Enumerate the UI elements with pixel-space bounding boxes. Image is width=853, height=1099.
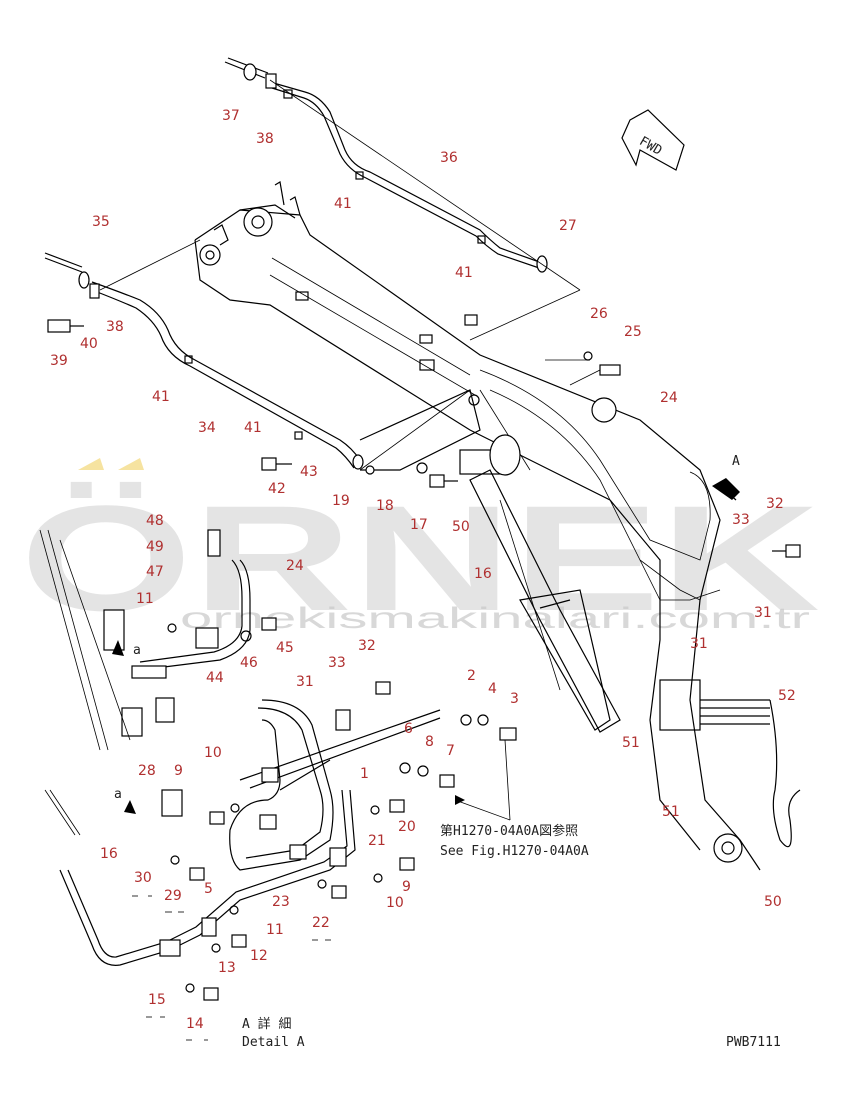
detail-title-en: Detail A	[242, 1035, 305, 1050]
callout: 36	[440, 150, 458, 166]
boom-cylinder	[469, 469, 621, 733]
bracket-assembly	[359, 389, 521, 476]
callout: 51	[622, 735, 640, 751]
callout: 10	[386, 895, 404, 911]
callout: 50	[452, 519, 470, 535]
callout: 12	[250, 948, 268, 964]
sub-marker-a-2: a	[114, 787, 122, 802]
leader-lines	[99, 79, 601, 471]
callout: 24	[286, 558, 304, 574]
detail-title-jp: A 詳 細	[242, 1016, 291, 1032]
callout: 15	[148, 992, 166, 1008]
callout: 43	[300, 464, 318, 480]
pipe-36	[224, 57, 548, 273]
callout: 22	[312, 915, 330, 931]
callout: 11	[266, 922, 284, 938]
callout: 38	[256, 131, 274, 147]
callout: 27	[559, 218, 577, 234]
watermark: ÖRNEK ornekismakinalari.com.tr	[20, 458, 820, 642]
callout: 28	[138, 763, 156, 779]
callout: 45	[276, 640, 294, 656]
callout: 44	[206, 670, 224, 686]
callout: 21	[368, 833, 386, 849]
dash-marks	[132, 895, 331, 1041]
detail-a-arrow-icon: A	[712, 454, 740, 501]
callout: 40	[80, 336, 98, 352]
callout: 41	[244, 420, 262, 436]
detail-marker: A	[732, 454, 740, 469]
callout: 23	[272, 894, 290, 910]
callout: 11	[136, 591, 154, 607]
callout: 52	[778, 688, 796, 704]
callout: 20	[398, 819, 416, 835]
callout: 9	[174, 763, 183, 779]
drawing-code: PWB7111	[726, 1035, 781, 1050]
callout: 24	[660, 390, 678, 406]
watermark-url: ornekismakinalari.com.tr	[180, 602, 810, 635]
sub-arrows	[112, 640, 465, 814]
callout: 34	[198, 420, 216, 436]
callout: 31	[296, 674, 314, 690]
callout: 25	[624, 324, 642, 340]
callout: 29	[164, 888, 182, 904]
callout: 17	[410, 517, 428, 533]
detail-a-pipes	[39, 529, 441, 966]
callout: 37	[222, 108, 240, 124]
fasteners	[47, 319, 801, 1001]
callout: 16	[474, 566, 492, 582]
callout: 26	[590, 306, 608, 322]
pipe-34	[44, 252, 364, 470]
callout: 41	[152, 389, 170, 405]
callouts: 37 38 36 41 41 27 35 38 39 40 41 34 26 2…	[50, 108, 796, 1032]
callout: 30	[134, 870, 152, 886]
callout: 13	[218, 960, 236, 976]
callout: 42	[268, 481, 286, 497]
callout: 9	[402, 879, 411, 895]
callout: 1	[360, 766, 369, 782]
callout: 49	[146, 539, 164, 555]
callout: 47	[146, 564, 164, 580]
callout: 3	[510, 691, 519, 707]
watermark-brand: ÖRNEK	[20, 474, 820, 642]
reference-jp: 第H1270-04A0A図参照	[440, 823, 578, 839]
callout: 14	[186, 1016, 204, 1032]
callout: 51	[662, 804, 680, 820]
fwd-arrow-icon: FWD	[621, 109, 685, 171]
callout: 32	[766, 496, 784, 512]
callout: 38	[106, 319, 124, 335]
callout: 31	[690, 636, 708, 652]
callout: 4	[488, 681, 497, 697]
callout: 2	[467, 668, 476, 684]
callout: 41	[455, 265, 473, 281]
callout: 35	[92, 214, 110, 230]
callout: 19	[332, 493, 350, 509]
callout: 5	[204, 881, 213, 897]
callout: 7	[446, 743, 455, 759]
callout: 18	[376, 498, 394, 514]
right-hoses	[479, 369, 801, 848]
callout: 39	[50, 353, 68, 369]
callout: 8	[425, 734, 434, 750]
callout: 16	[100, 846, 118, 862]
callout: 10	[204, 745, 222, 761]
reference-en: See Fig.H1270-04A0A	[440, 844, 589, 859]
callout: 50	[764, 894, 782, 910]
callout: 33	[732, 512, 750, 528]
callout: 31	[754, 605, 772, 621]
callout: 33	[328, 655, 346, 671]
callout: 6	[404, 721, 413, 737]
sub-marker-a-1: a	[133, 643, 141, 658]
callout: 46	[240, 655, 258, 671]
callout: 41	[334, 196, 352, 212]
callout: 48	[146, 513, 164, 529]
callout: 32	[358, 638, 376, 654]
